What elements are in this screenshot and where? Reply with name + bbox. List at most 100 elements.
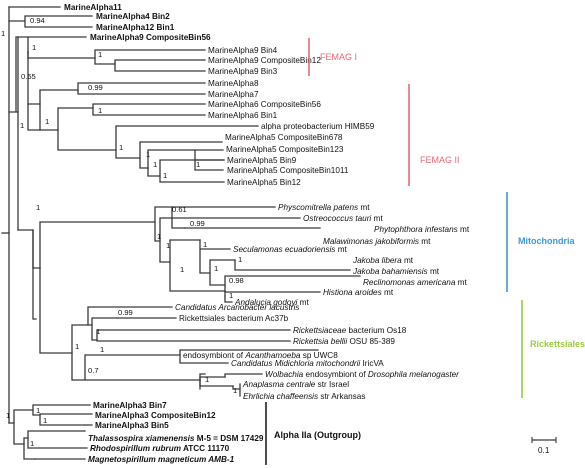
support-value: 0.61 [172, 205, 187, 214]
branch [139, 141, 223, 169]
branch [13, 409, 34, 445]
taxon-label: Candidatus Arcanobacter lacustris [175, 303, 299, 312]
taxon-label: Reclinomonas americana mt [363, 278, 467, 287]
branch [39, 221, 156, 269]
support-value: 1 [233, 386, 237, 395]
branch [234, 259, 351, 271]
taxon-label: endosymbiont of Acanthamoeba sp UWC8 [183, 351, 338, 360]
taxon-label: Wolbachia endosymbiont of Drosophila mel… [265, 370, 459, 379]
branch [154, 206, 276, 242]
taxon-label: Anaplasma centrale str Israel [242, 380, 349, 389]
branch [169, 239, 226, 292]
support-value: 1 [205, 375, 209, 384]
branch [23, 437, 36, 460]
taxon-labels: MarineAlpha11 MarineAlpha4 Bin2 MarineAl… [64, 3, 470, 464]
taxon-label: Rhodospirillum rubrum ATCC 11170 [90, 444, 230, 453]
branch [8, 36, 19, 113]
support-value: 1 [36, 203, 40, 212]
taxon-label: Physcomitrella patens mt [278, 203, 370, 212]
support-value: 1 [45, 117, 49, 126]
branch [147, 149, 224, 169]
clade-label-rick: Rickettsiales [530, 339, 585, 349]
taxon-label: MarineAlpha9 Bin4 [208, 46, 278, 55]
branch [96, 329, 291, 342]
support-value: 1 [166, 241, 170, 250]
taxon-label: MarineAlpha6 Bin1 [208, 111, 278, 120]
clade-label-alpha: Alpha IIa (Outgroup) [274, 430, 361, 440]
support-value: 1 [20, 121, 24, 130]
taxon-label: Rickettsia bellii OSU 85-389 [293, 337, 395, 346]
support-value: 0.94 [30, 16, 45, 25]
branch [114, 59, 206, 72]
branch [77, 82, 206, 95]
taxon-label: Andalucia godoyi mt [234, 298, 309, 307]
taxon-label: MarineAlpha9 CompositeBin56 [90, 33, 211, 42]
taxon-label: MarineAlpha8 [208, 79, 259, 88]
support-value: 1 [43, 416, 47, 425]
taxon-label: MarineAlpha9 CompositeBin12 [208, 56, 321, 65]
support-value: 1 [30, 439, 34, 448]
support-value: 0.7 [88, 366, 99, 375]
branch [199, 373, 206, 390]
support-value: 1 [229, 291, 233, 300]
taxon-label: alpha proteobacterium HIMB59 [261, 122, 375, 131]
taxon-label: Thalassospira xiamenensis M-5 = DSM 1742… [88, 434, 264, 443]
support-value: 1 [163, 171, 167, 180]
taxon-label: MarineAlpha7 [208, 90, 259, 99]
taxon-label: MarineAlpha5 CompositeBin123 [226, 145, 344, 154]
support-value: 1 [36, 406, 40, 415]
branch [39, 413, 93, 426]
support-values: 1 0.94 1 1 0.55 1 0.99 1 1 1 1 1 1 1 1 1… [1, 16, 244, 448]
support-value: 1 [238, 255, 242, 264]
tree-branches [1, 6, 361, 460]
branch [159, 159, 225, 183]
branch [17, 229, 37, 320]
branch [32, 229, 41, 269]
taxon-label: MarineAlpha3 Bin7 [93, 401, 167, 410]
support-value: 1 [6, 411, 10, 420]
branch [32, 404, 91, 416]
support-value: 1 [119, 143, 123, 152]
taxon-label: Seculamonas ecuadoriensis mt [233, 245, 348, 254]
support-value: 1 [32, 43, 36, 52]
branch [27, 89, 79, 105]
support-value: 1 [196, 160, 200, 169]
branch [57, 129, 117, 151]
support-value: 0.98 [229, 276, 244, 285]
support-value: 1 [146, 150, 150, 159]
branch [147, 167, 161, 177]
clade-bars [265, 38, 523, 465]
taxon-label: MarineAlpha5 CompositeBin678 [225, 133, 343, 142]
scale-bar: 0.1 [531, 437, 557, 455]
branch [159, 217, 173, 263]
taxon-label: Malawimonas jakobiformis mt [323, 237, 431, 246]
branch [179, 349, 319, 364]
taxon-label: MarineAlpha12 Bin1 [96, 23, 175, 32]
support-value: 1 [1, 29, 5, 38]
clade-label-femag1: FEMAG I [320, 52, 357, 62]
branch [194, 149, 225, 171]
support-value: 1 [98, 50, 102, 59]
clade-labels: FEMAG I FEMAG II Mitochondria Rickettsia… [274, 52, 585, 440]
support-value: 0.99 [88, 83, 103, 92]
branch [84, 354, 201, 381]
branch [8, 15, 93, 28]
support-value: 0.55 [21, 72, 36, 81]
branch [27, 103, 41, 131]
branch [115, 125, 259, 159]
taxon-label: MarineAlpha5 Bin9 [227, 156, 297, 165]
branch [171, 206, 301, 229]
support-value: 0.99 [118, 308, 133, 317]
taxon-label: Ostreococcus tauri mt [303, 214, 383, 223]
branch [209, 259, 236, 286]
scale-bar-label: 0.1 [538, 446, 550, 455]
taxon-label: MarineAlpha9 Bin3 [208, 67, 278, 76]
taxon-label: MarineAlpha5 Bin12 [227, 178, 301, 187]
taxon-label: Ehrlichia chaffeensis str Arkansas [243, 392, 365, 401]
taxon-label: Jakoba bahamiensis mt [352, 267, 440, 276]
branch [27, 430, 88, 449]
branch [94, 49, 206, 65]
taxon-label: MarineAlpha4 Bin2 [96, 12, 170, 21]
support-value: 1 [203, 240, 207, 249]
